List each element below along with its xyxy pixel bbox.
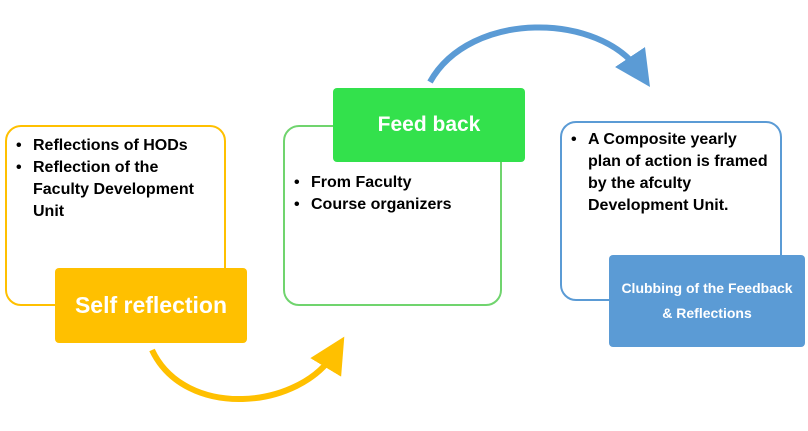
arrow-feedback-to-clubbing [427,24,651,87]
bullet-item: Course organizers [294,194,492,216]
arrow-self-to-feedback [149,336,345,403]
clubbing-label: Clubbing of the Feedback & Reflections [609,255,805,347]
bullet-item: From Faculty [294,172,492,194]
self-reflection-bullets: Reflections of HODs Reflection of the Fa… [11,135,216,223]
feedback-bullets: From Faculty Course organizers [289,172,492,216]
clubbing-bullets: A Composite yearly plan of action is fra… [566,129,772,217]
self-reflection-box: Reflections of HODs Reflection of the Fa… [5,125,226,306]
self-reflection-label: Self reflection [55,268,247,343]
bullet-item: Reflections of HODs [16,135,216,157]
feedback-label: Feed back [333,88,525,162]
bullet-item: Reflection of the Faculty Development Un… [16,157,216,223]
bullet-item: A Composite yearly plan of action is fra… [571,129,772,217]
